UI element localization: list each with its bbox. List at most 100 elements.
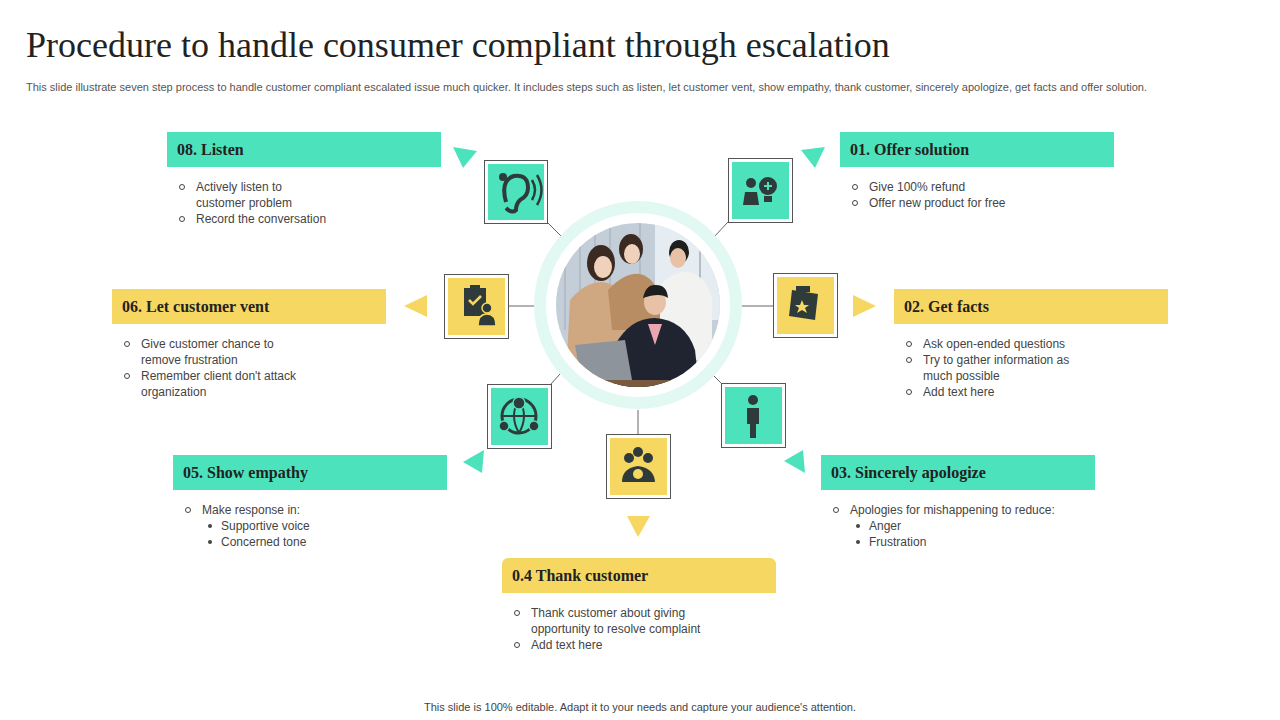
bullet-text: Add text here	[531, 637, 731, 653]
bullet-marker	[906, 357, 912, 363]
center-photo-part-part	[575, 340, 632, 386]
bullet-marker	[514, 610, 520, 616]
icon-boxes-part	[488, 164, 544, 220]
icon-boxes-part	[488, 385, 552, 449]
bullet-text: Offer new product for free	[869, 195, 1069, 211]
icon-symbols-part	[513, 397, 525, 409]
step-heading: 02. Get facts	[894, 289, 1168, 324]
bullet-text: Actively listen to customer problem	[196, 179, 331, 211]
leader-lines-part	[638, 410, 639, 434]
step-details: Actively listen to customer problemRecor…	[167, 179, 441, 227]
bullet-marker	[906, 341, 912, 347]
center-photo-part-part	[619, 234, 643, 264]
bullet-marker	[124, 373, 130, 379]
icon-symbols-part	[624, 453, 634, 463]
sub-bullet-dot	[856, 524, 860, 528]
center-photo-part-part	[587, 245, 615, 281]
center-photo	[534, 201, 742, 409]
subtitle-note: This slide illustrate seven step process…	[26, 80, 1266, 94]
center-photo-part-part-part	[564, 220, 566, 330]
step-details: Give customer chance to remove frustrati…	[112, 336, 386, 400]
leader-lines-part	[551, 374, 560, 384]
bullet-text: Thank customer about giving opportunity …	[531, 605, 731, 637]
leader-lines-part	[742, 306, 773, 307]
icon-symbols-part	[746, 178, 756, 188]
icon-symbols-part	[748, 395, 758, 405]
direction-triangles-part	[404, 295, 427, 317]
icon-boxes-part	[774, 274, 838, 338]
icon-boxes-part	[445, 275, 509, 339]
direction-triangles-part	[853, 295, 876, 317]
icon-symbols-part	[529, 421, 539, 431]
bullet-text: Apologies for mishappening to reduce:	[850, 502, 1090, 518]
direction-triangles-part	[801, 147, 825, 168]
sub-bullet-text: Frustration	[869, 534, 1090, 550]
icon-symbols-part	[499, 421, 509, 431]
direction-triangles	[404, 147, 876, 537]
center-photo-part-part	[594, 256, 612, 278]
bullet-text: Ask open-ended questions	[923, 336, 1098, 352]
bullet-marker	[185, 507, 191, 513]
sub-bullet-dot	[208, 524, 212, 528]
icon-symbols-part	[504, 176, 528, 212]
step-details: Make response in:Supportive voiceConcern…	[173, 502, 447, 550]
icon-symbols-part	[482, 303, 492, 313]
icon-symbols-part	[478, 314, 496, 326]
icon-symbols-part	[764, 182, 772, 190]
step-box: 05. Show empathyMake response in:Support…	[173, 455, 447, 550]
bullet-text: Give customer chance to remove frustrati…	[141, 336, 301, 368]
bullet-marker	[906, 389, 912, 395]
bullet-marker	[124, 341, 130, 347]
icon-symbols-part	[622, 466, 655, 482]
center-photo-part	[546, 213, 730, 397]
bullet-marker	[852, 200, 858, 206]
bullet-text: Try to gather information as much possib…	[923, 352, 1098, 384]
icon-symbols-part	[470, 285, 480, 290]
center-photo-part-part	[670, 248, 686, 268]
icon-symbols-part	[747, 408, 759, 438]
sub-bullet-dot	[208, 540, 212, 544]
icon-symbols-part	[499, 173, 507, 181]
icon-boxes-part	[777, 277, 834, 334]
icon-symbols-part	[643, 453, 653, 463]
bullet-text: Make response in:	[202, 502, 402, 518]
icon-boxes-part	[485, 161, 548, 224]
icon-symbols	[464, 173, 818, 482]
bullet-text: Add text here	[923, 384, 1098, 400]
sub-bullet-text: Supportive voice	[221, 518, 402, 534]
icon-boxes-part	[491, 388, 548, 445]
step-box: 08. ListenActively listen to customer pr…	[167, 132, 441, 227]
direction-triangles-part	[784, 450, 805, 473]
icon-boxes-part	[448, 278, 505, 335]
icon-boxes-part	[722, 384, 786, 448]
step-details: Ask open-ended questionsTry to gather in…	[894, 336, 1168, 400]
bullet-marker	[852, 184, 858, 190]
step-heading: 03. Sincerely apologize	[821, 455, 1095, 490]
bullet-text: Record the conversation	[196, 211, 331, 227]
icon-symbols-part	[633, 469, 643, 479]
footer-caption: This slide is 100% editable. Adapt it to…	[0, 701, 1280, 713]
icon-boxes-part	[732, 162, 789, 219]
icon-boxes	[445, 159, 838, 499]
sub-bullet-text: Concerned tone	[221, 534, 402, 550]
step-details: Thank customer about giving opportunity …	[502, 605, 776, 653]
icon-symbols-part	[789, 290, 818, 320]
sub-bullet-text: Anger	[869, 518, 1090, 534]
icon-boxes-part	[607, 435, 671, 499]
leader-lines-part	[714, 222, 728, 237]
step-box: 01. Offer solutionGive 100% refundOffer …	[840, 132, 1114, 211]
direction-triangles-part	[453, 147, 477, 168]
step-details: Give 100% refundOffer new product for fr…	[840, 179, 1114, 211]
center-photo-part-part	[648, 324, 662, 345]
step-box: 06. Let customer ventGive customer chanc…	[112, 289, 386, 400]
center-photo-part-part	[560, 380, 680, 395]
step-heading: 05. Show empathy	[173, 455, 447, 490]
sub-bullet-dot	[856, 540, 860, 544]
step-box: 02. Get factsAsk open-ended questionsTry…	[894, 289, 1168, 400]
bullet-text: Give 100% refund	[869, 179, 1069, 195]
icon-symbols-part	[532, 175, 542, 205]
bullet-marker	[179, 184, 185, 190]
icon-symbols-part	[795, 300, 809, 313]
step-heading: 0.4 Thank customer	[502, 558, 776, 593]
direction-triangles-part	[627, 516, 650, 537]
